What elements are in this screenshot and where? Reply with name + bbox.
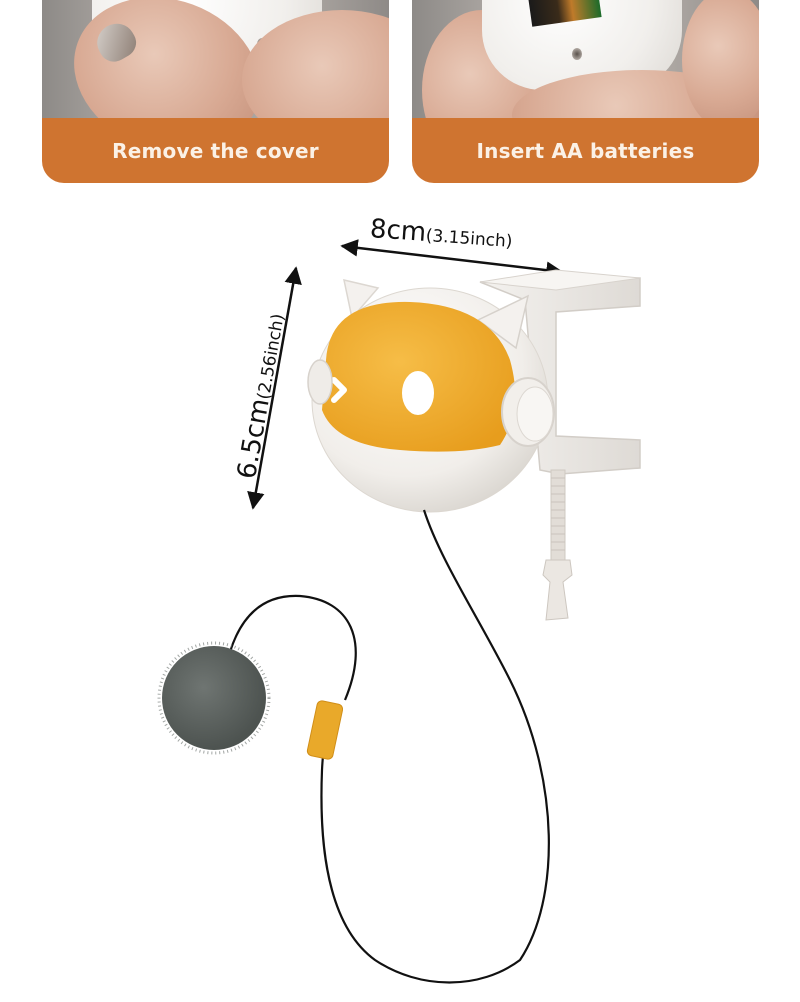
- cat-head-body: [307, 278, 555, 513]
- toy-string: [320, 509, 550, 984]
- step-label-bar: Insert AA batteries: [412, 118, 759, 183]
- step-card-insert-batteries: Insert AA batteries: [412, 0, 759, 183]
- screw-hole: [572, 48, 582, 60]
- chevron-mark: [331, 377, 347, 403]
- step-label-bar: Remove the cover: [42, 118, 389, 183]
- step-label: Insert AA batteries: [476, 138, 695, 163]
- width-dimension-arrow: [340, 239, 564, 279]
- thumb: [682, 0, 759, 118]
- width-imperial: (3.15inch): [425, 225, 514, 252]
- grey-pompom-ball: [157, 641, 271, 755]
- left-ear-button: [307, 359, 333, 405]
- toy-string-loop: [228, 594, 357, 701]
- left-ear: [343, 278, 380, 320]
- step-card-remove-cover: Remove the cover: [42, 0, 389, 183]
- yellow-bead: [306, 700, 344, 760]
- hand-holding-battery-compartment-photo: [412, 0, 759, 118]
- height-dimension-arrow: [247, 266, 302, 510]
- width-metric: 8cm: [368, 214, 428, 248]
- right-ear: [476, 294, 530, 350]
- step-label: Remove the cover: [112, 138, 319, 163]
- eye-window: [402, 371, 434, 415]
- hand-removing-cover-photo: [42, 0, 389, 118]
